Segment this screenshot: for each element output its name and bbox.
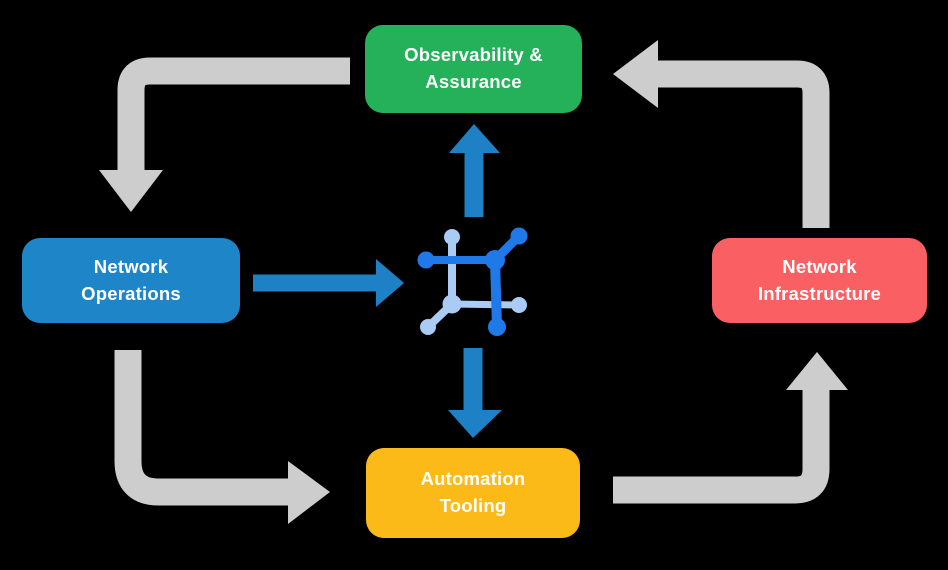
node-label: Network Infrastructure — [757, 255, 882, 304]
arrow-operations-to-center — [253, 259, 404, 307]
arrowhead-down — [99, 170, 163, 212]
node-label: Automation Tooling — [420, 468, 526, 516]
arrow-operations-to-automation — [114, 350, 330, 524]
arrowhead-up — [449, 124, 500, 153]
arrow-observability-to-operations — [99, 57, 350, 212]
network-mesh-icon — [417, 227, 528, 336]
arrowhead-right — [288, 461, 330, 524]
node-network-infrastructure: Network Infrastructure — [712, 238, 927, 323]
node-observability-assurance: Observability & Assurance — [365, 25, 582, 113]
node-label: Network Operations — [81, 255, 181, 304]
arrow-infrastructure-to-observability — [613, 40, 830, 228]
arrowhead-down — [448, 410, 502, 438]
node-label: Observability & Assurance — [404, 44, 543, 92]
arrow-automation-to-infrastructure — [613, 352, 848, 504]
node-automation-tooling: Automation Tooling — [366, 448, 580, 538]
arrow-center-to-automation — [448, 348, 502, 438]
arrow-center-to-observability — [449, 124, 500, 217]
arrowhead-up — [786, 352, 848, 390]
node-network-operations: Network Operations — [22, 238, 240, 323]
arrowhead-left — [613, 40, 658, 108]
arrowhead-right — [376, 259, 404, 307]
